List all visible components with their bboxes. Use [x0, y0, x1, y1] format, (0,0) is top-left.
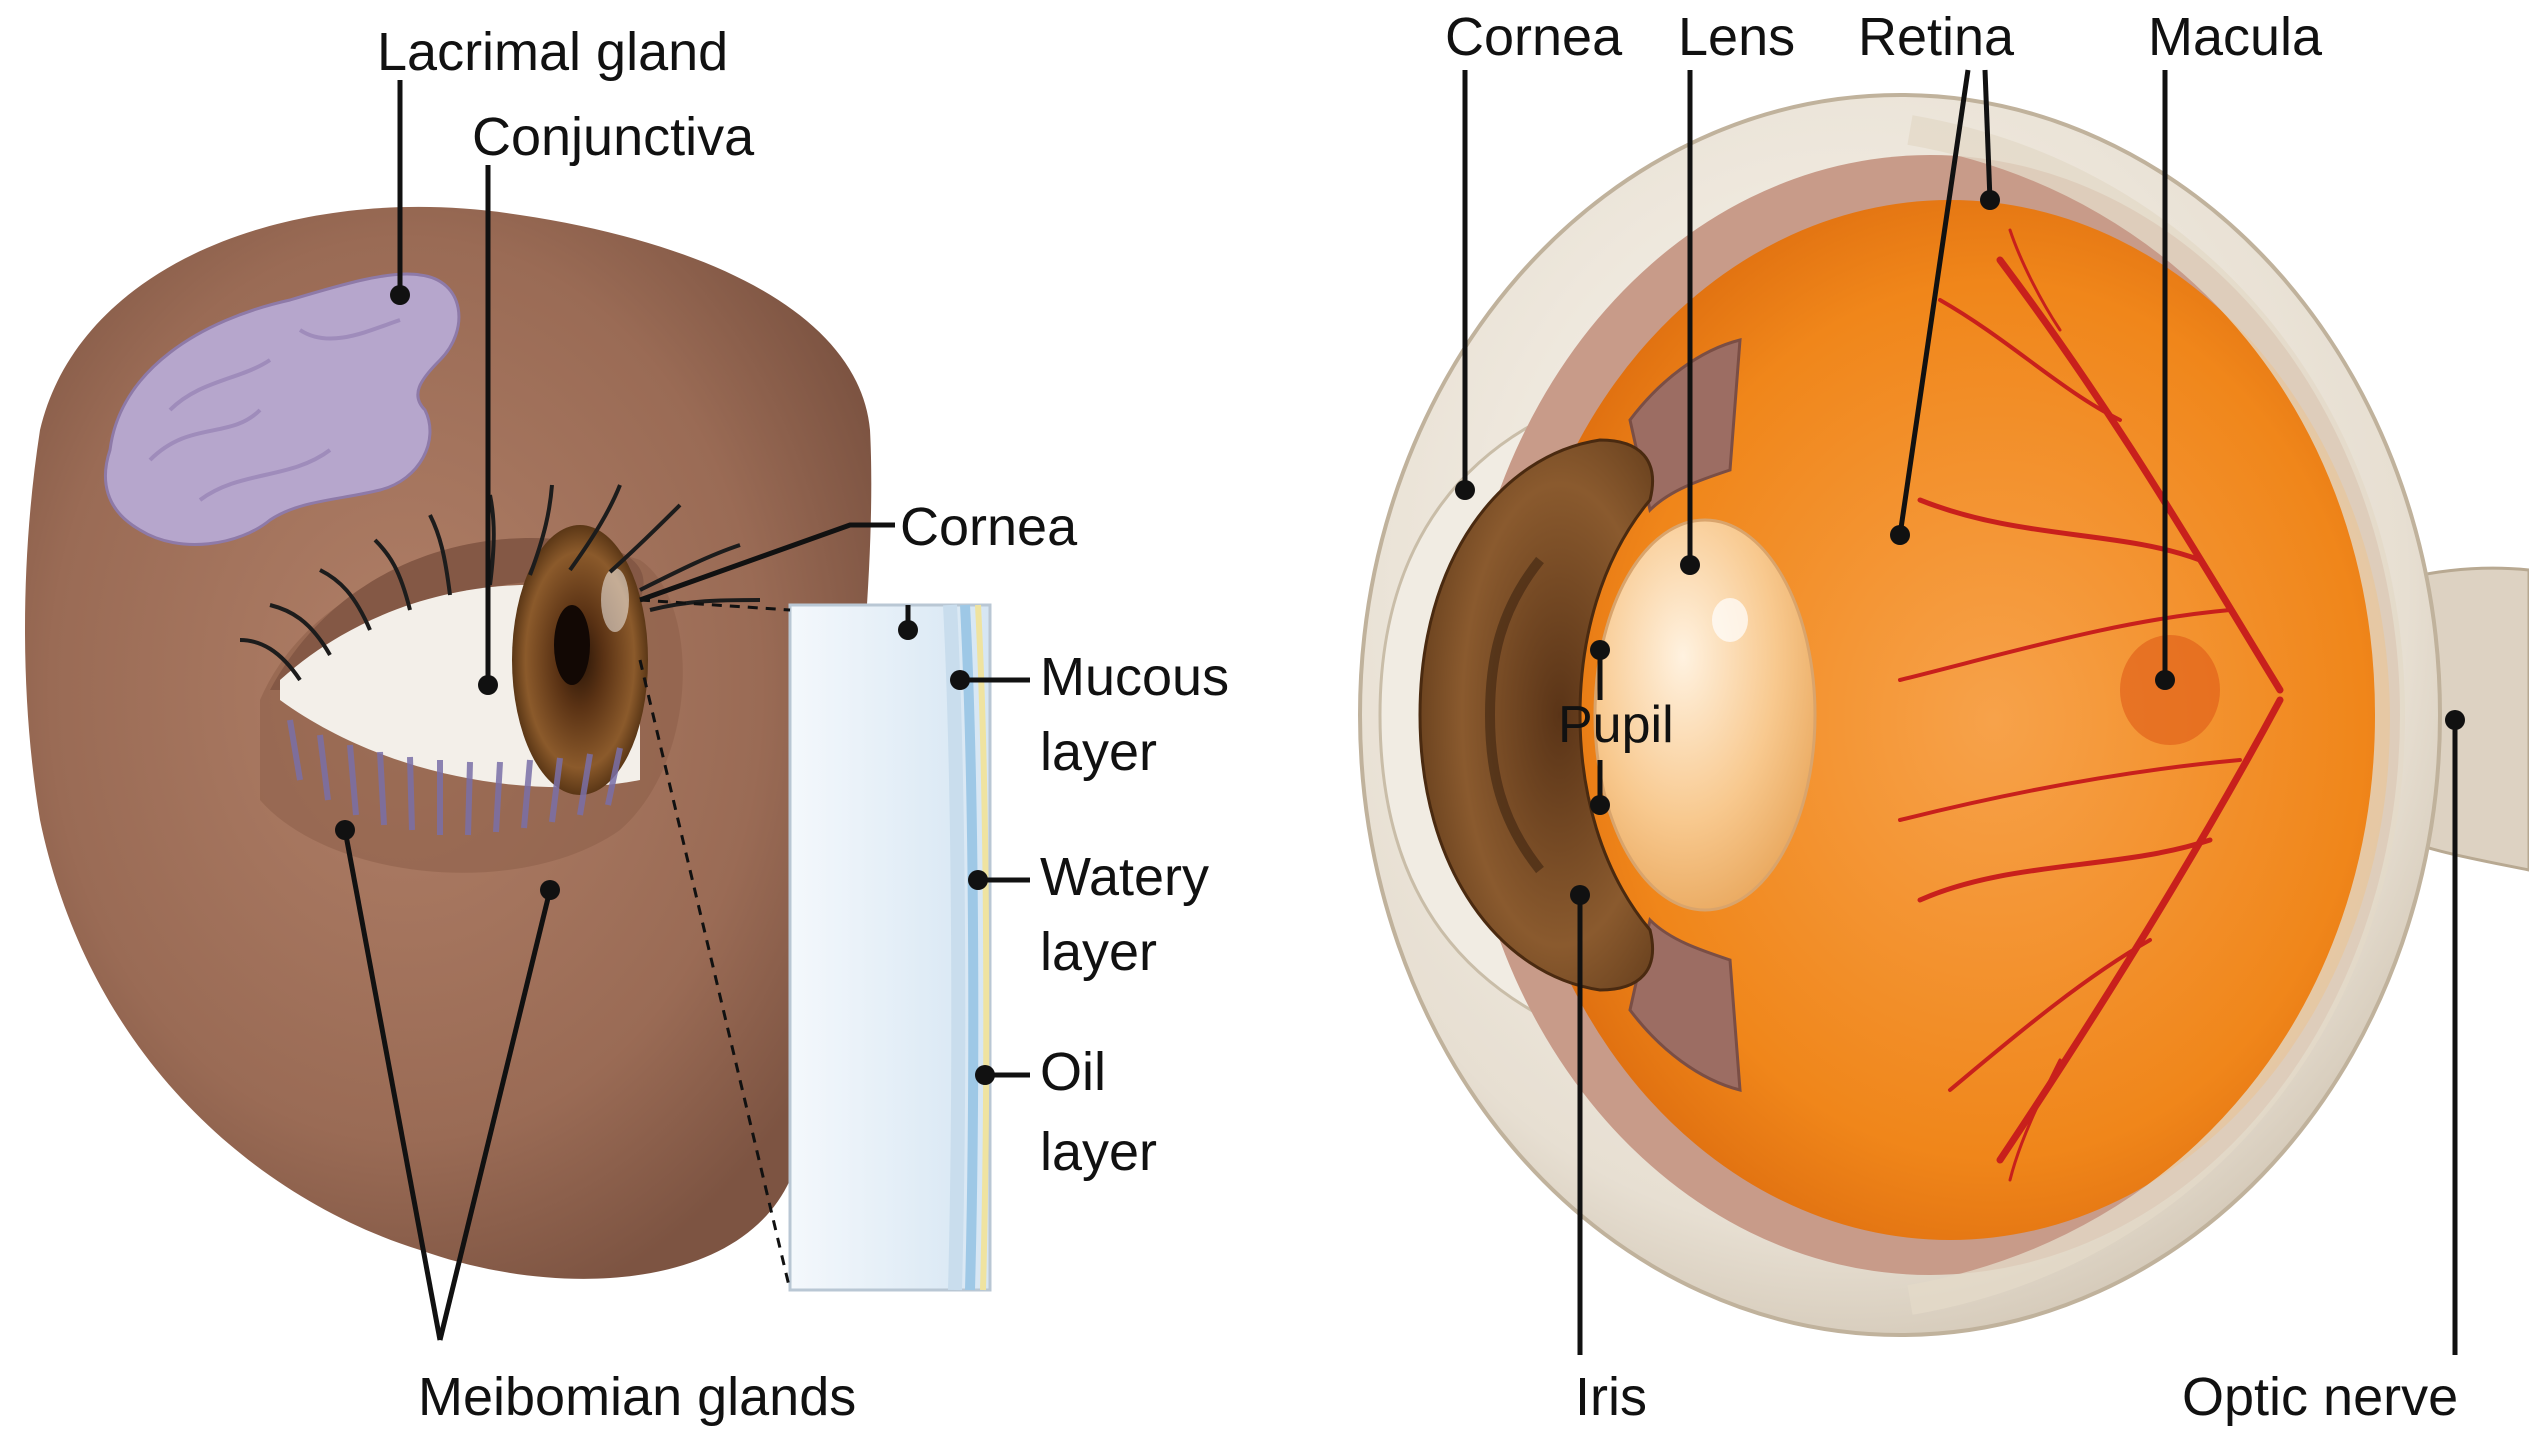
dot-pupil-bottom — [1590, 795, 1610, 815]
eyeball-cross-section — [1360, 95, 2529, 1335]
dot-meibomian-b — [540, 880, 560, 900]
cornea-highlight — [601, 568, 629, 632]
label-cornea-right: Cornea — [1445, 7, 1623, 67]
dot-conjunctiva — [478, 675, 498, 695]
label-mucous-2: layer — [1040, 722, 1157, 782]
dot-watery — [968, 870, 988, 890]
macula-spot — [2120, 635, 2220, 745]
label-macula: Macula — [2148, 7, 2323, 67]
lens-highlight — [1712, 598, 1748, 642]
dot-retina-b — [1980, 190, 2000, 210]
label-conjunctiva: Conjunctiva — [472, 107, 755, 167]
mucous-band — [950, 605, 958, 1290]
label-watery-1: Watery — [1040, 847, 1209, 907]
dot-mucous — [950, 670, 970, 690]
label-cornea-left: Cornea — [900, 497, 1078, 557]
dot-macula — [2155, 670, 2175, 690]
label-oil-1: Oil — [1040, 1042, 1106, 1102]
dot-meibomian-a — [335, 820, 355, 840]
dot-cornea-right — [1455, 480, 1475, 500]
label-mucous-1: Mucous — [1040, 647, 1229, 707]
label-retina: Retina — [1858, 7, 2015, 67]
pupil-front — [554, 605, 590, 685]
label-meibomian-glands: Meibomian glands — [418, 1367, 856, 1427]
label-watery-2: layer — [1040, 922, 1157, 982]
label-pupil: Pupil — [1558, 696, 1674, 754]
dot-retina-a — [1890, 525, 1910, 545]
dot-pupil-top — [1590, 640, 1610, 660]
dot-oil — [975, 1065, 995, 1085]
dot-lacrimal — [390, 285, 410, 305]
label-oil-2: layer — [1040, 1122, 1157, 1182]
dot-lens — [1680, 555, 1700, 575]
external-eye-illustration — [25, 207, 990, 1290]
dot-iris — [1570, 885, 1590, 905]
label-iris: Iris — [1575, 1367, 1647, 1427]
label-optic-nerve: Optic nerve — [2182, 1367, 2458, 1427]
label-lacrimal-gland: Lacrimal gland — [377, 22, 728, 82]
dot-optic-nerve — [2445, 710, 2465, 730]
label-lens: Lens — [1678, 7, 1795, 67]
dot-cornea-left — [898, 620, 918, 640]
